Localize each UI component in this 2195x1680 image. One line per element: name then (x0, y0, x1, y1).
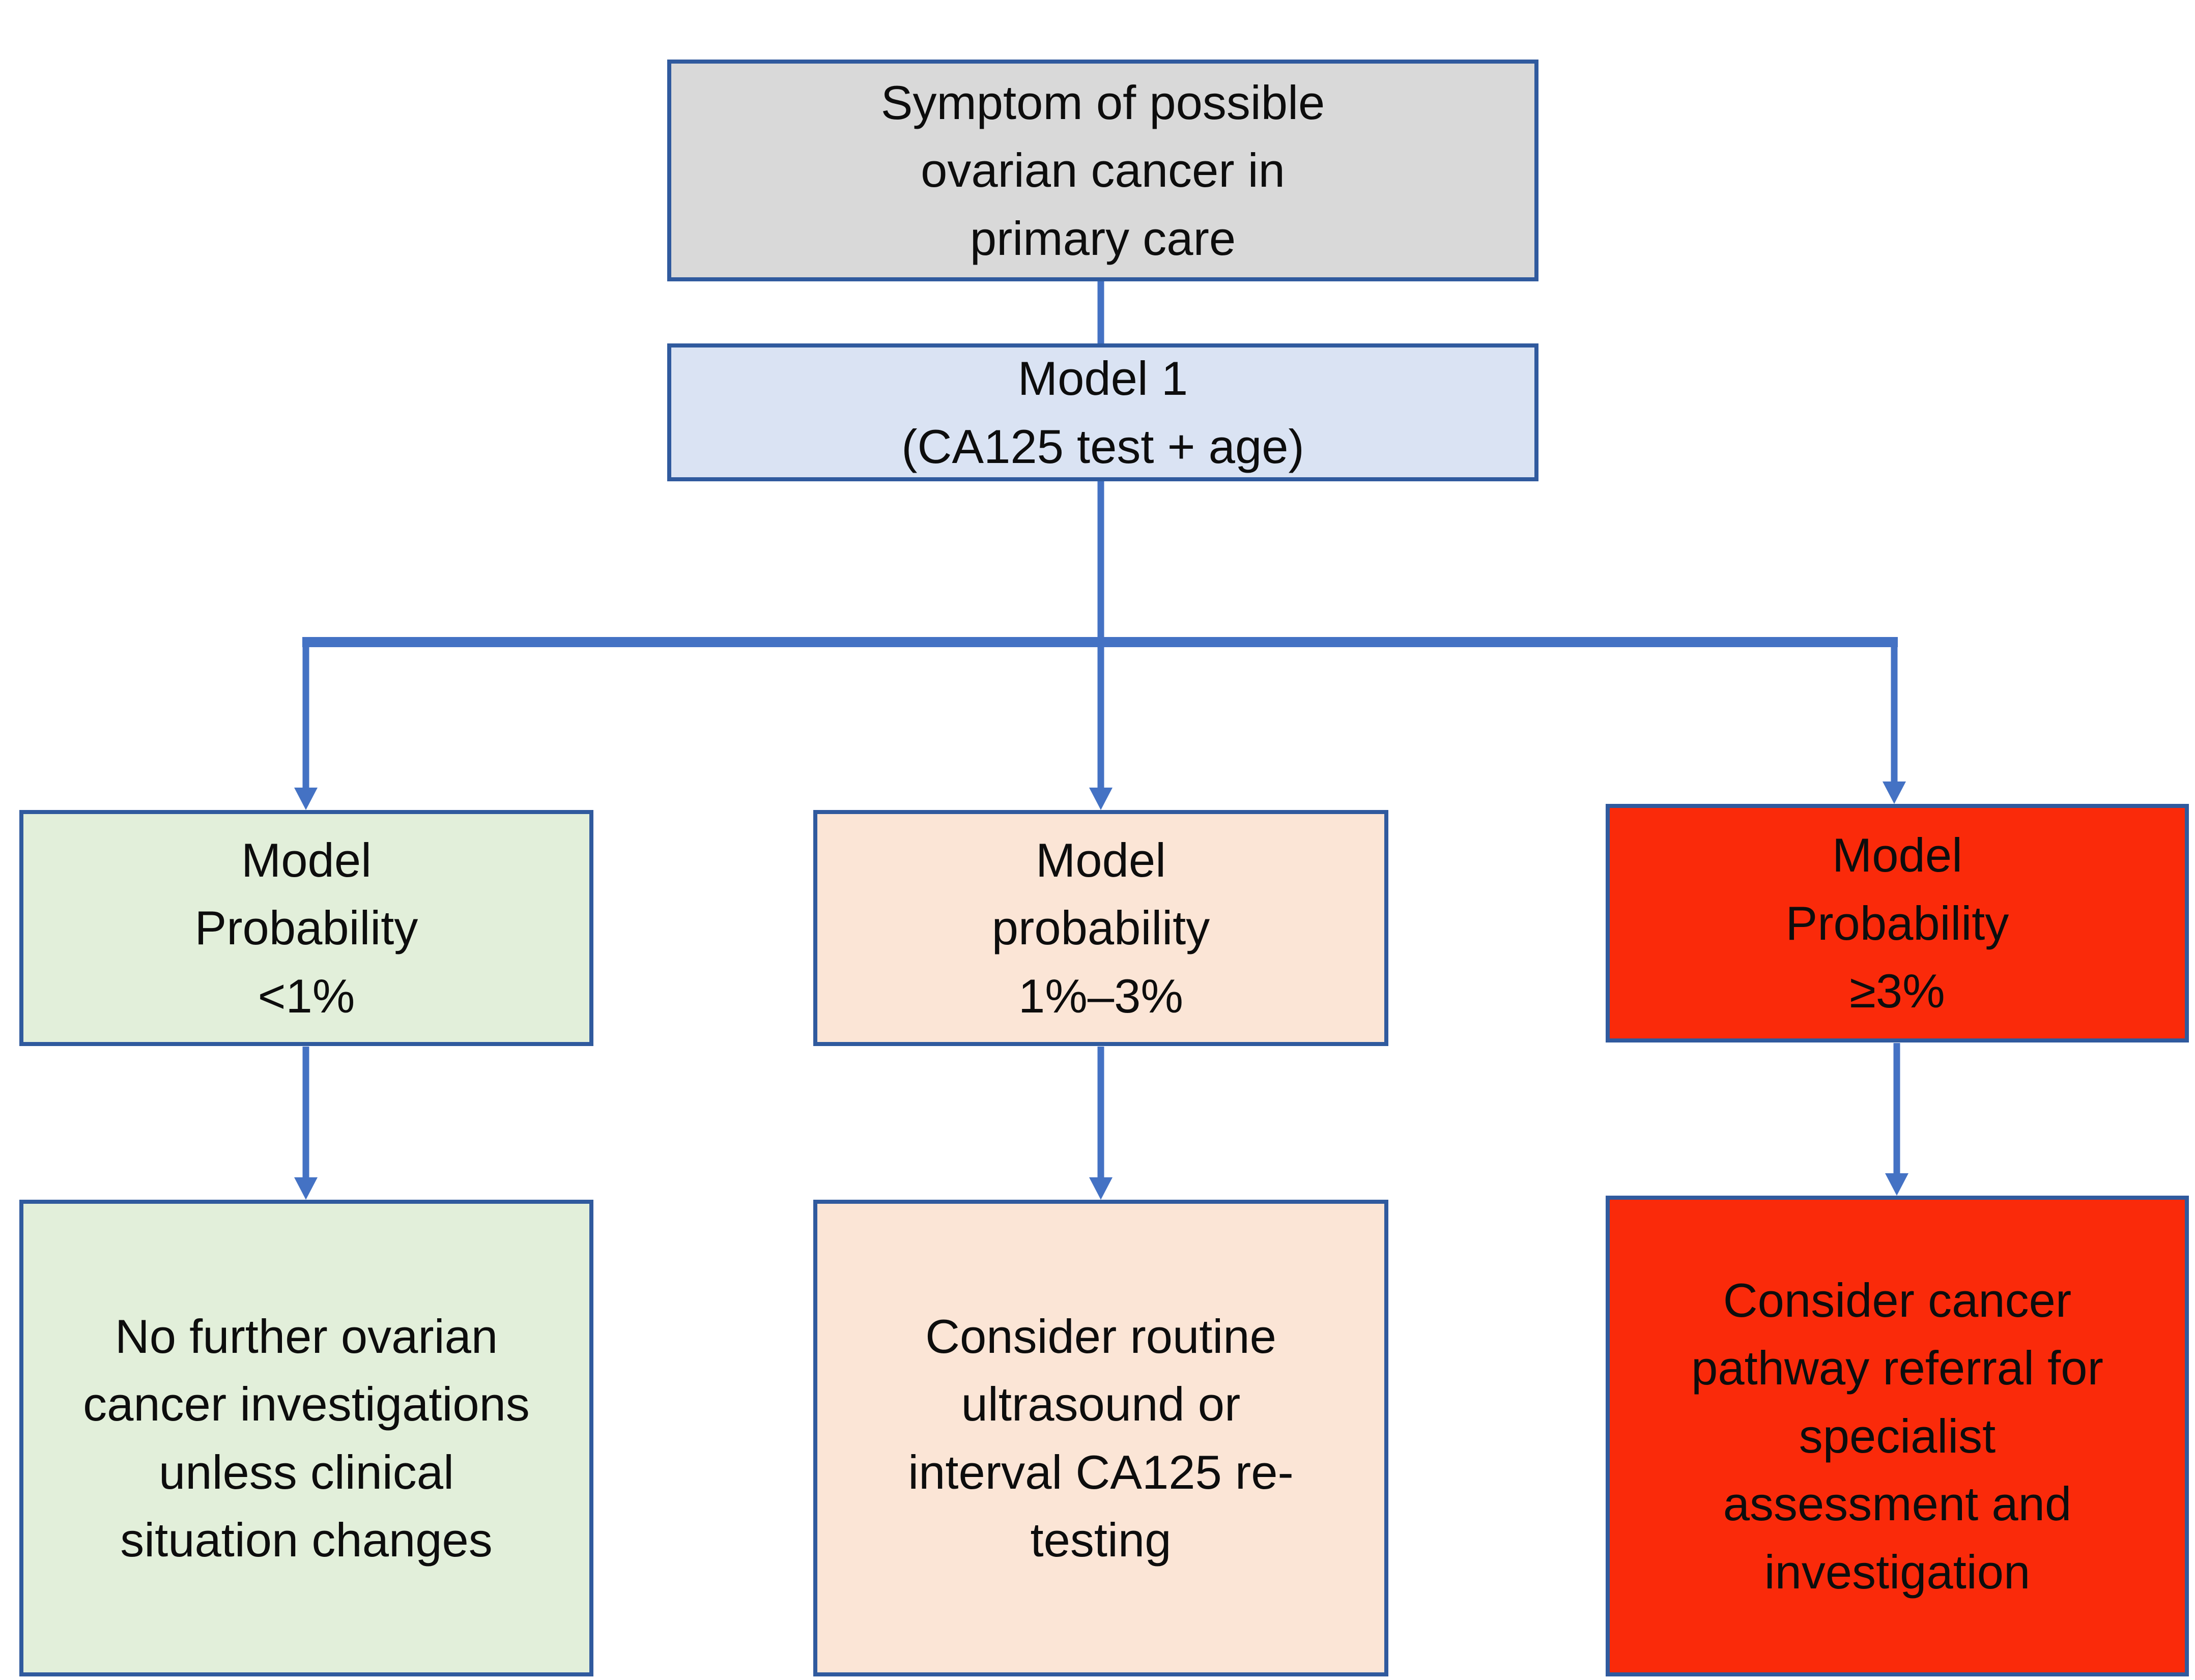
node-symptom-primary-care: Symptom of possible ovarian cancer in pr… (667, 60, 1538, 281)
arrowhead-to-outcome-mid (1089, 1177, 1113, 1200)
arrowhead-to-prob-low (294, 788, 318, 810)
arrowhead-to-prob-mid (1089, 788, 1113, 810)
node-model1-ca125-age: Model 1 (CA125 test + age) (667, 343, 1538, 481)
node-outcome-cancer-referral: Consider cancer pathway referral for spe… (1606, 1196, 2189, 1676)
node-probability-3pct-or-more: Model Probability ≥3% (1606, 804, 2189, 1042)
connector-lines (302, 279, 1900, 1179)
node-probability-1-3pct: Model probability 1%–3% (813, 810, 1388, 1046)
arrowhead-to-outcome-high (1885, 1173, 1908, 1196)
arrowheads (294, 781, 1908, 1200)
arrowhead-to-prob-high (1883, 781, 1906, 804)
arrowhead-to-outcome-low (294, 1177, 318, 1200)
node-probability-under-1pct: Model Probability <1% (19, 810, 593, 1046)
node-outcome-ultrasound-retest: Consider routine ultrasound or interval … (813, 1200, 1388, 1676)
node-outcome-no-investigations: No further ovarian cancer investigations… (19, 1200, 593, 1676)
